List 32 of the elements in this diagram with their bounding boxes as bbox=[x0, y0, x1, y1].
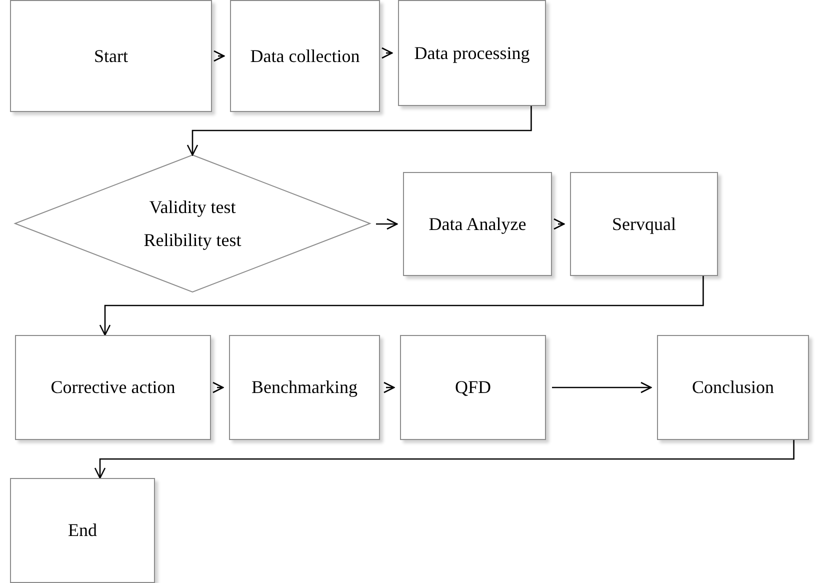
arrow bbox=[99, 276, 704, 336]
process-box bbox=[10, 478, 155, 583]
process-label: Conclusion bbox=[692, 376, 774, 399]
process-label: Start bbox=[94, 44, 128, 68]
decision-text: Relibility test bbox=[144, 228, 242, 251]
process-label: Benchmarking bbox=[252, 376, 358, 399]
arrow bbox=[213, 50, 225, 62]
decision-text: Validity test bbox=[149, 196, 236, 218]
process-box bbox=[15, 335, 211, 440]
arrow bbox=[212, 382, 224, 394]
process-box bbox=[398, 0, 546, 106]
process-box bbox=[10, 0, 212, 112]
arrow bbox=[186, 106, 532, 156]
arrow bbox=[94, 440, 794, 479]
process-label: Servqual bbox=[612, 212, 676, 236]
process-label: Data collection bbox=[250, 44, 360, 68]
arrow bbox=[383, 382, 395, 394]
process-label: Corrective action bbox=[50, 376, 176, 399]
process-label: End bbox=[68, 519, 97, 542]
process-label: Data Analyze bbox=[428, 212, 526, 236]
process-box bbox=[229, 335, 380, 440]
arrow bbox=[552, 382, 652, 394]
process-box bbox=[403, 172, 552, 276]
process-box bbox=[230, 0, 380, 112]
process-box bbox=[400, 335, 546, 440]
process-label: QFD bbox=[454, 376, 491, 399]
process-label: Data processing bbox=[414, 42, 530, 64]
process-box bbox=[570, 172, 718, 276]
arrow bbox=[381, 47, 393, 59]
arrow bbox=[376, 218, 398, 230]
arrow bbox=[553, 218, 565, 230]
process-box bbox=[657, 335, 809, 440]
